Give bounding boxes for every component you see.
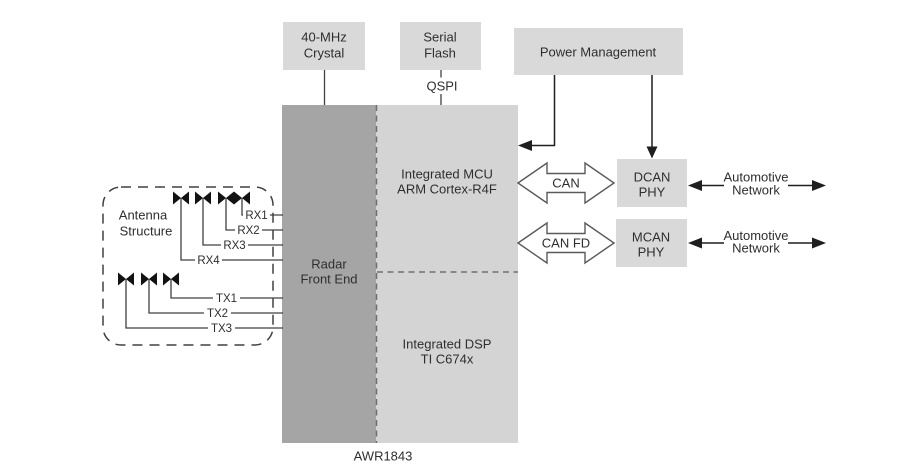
serial-flash-box: [400, 22, 481, 70]
mcan-phy-label-line1: MCAN: [632, 230, 670, 245]
rx-antenna-icon: [173, 191, 189, 205]
dsp-label-line1: Integrated DSP: [403, 337, 492, 352]
power-management-label: Power Management: [540, 45, 657, 60]
automotive-network-arrow-dcan: [688, 180, 826, 191]
antenna-structure-label-line2: Structure: [120, 224, 173, 239]
power-to-mcu-arrowhead-icon: [518, 140, 532, 151]
automotive-network-label-2-line2: Network: [732, 241, 780, 256]
rx3-label-bg: [221, 239, 248, 251]
left-arrowhead-icon: [688, 237, 702, 249]
chip-name-label: AWR1843: [354, 449, 413, 464]
rx3-trace: [202, 198, 283, 246]
crystal-label-line1: 40-MHz: [301, 30, 347, 45]
tx1-trace: [170, 279, 283, 299]
mcu-label-line2: ARM Cortex-R4F: [397, 182, 497, 197]
automotive-network-label-2-line1: Automotive: [723, 228, 788, 243]
mcan-phy-box: [616, 219, 687, 267]
mcu-label-line1: Integrated MCU: [401, 167, 493, 182]
tx3-label-bg: [208, 322, 235, 334]
power-line-to-mcu: [532, 75, 556, 147]
automotive-network-label-1-line1: Automotive: [723, 170, 788, 185]
rx4-trace: [180, 198, 283, 261]
right-arrowhead-icon: [812, 237, 826, 249]
rx2-trace: [225, 198, 283, 231]
rx-antenna-icon: [234, 191, 250, 205]
mcu-dsp-block: [376, 105, 518, 443]
rx-antenna-icon: [218, 191, 234, 205]
antenna-structure-label-line1: Antenna: [119, 208, 168, 223]
tx1-label-bg: [213, 292, 240, 304]
tx2-trace: [148, 279, 283, 314]
serial-flash-label-line2: Flash: [424, 46, 456, 61]
antenna-structure-outline: [102, 186, 274, 346]
tx2-label: TX2: [207, 308, 228, 320]
serial-flash-label-line1: Serial: [423, 30, 456, 45]
dcan-phy-box: [617, 159, 687, 207]
mcan-phy-label-line2: PHY: [638, 245, 665, 260]
qspi-label: QSPI: [426, 79, 457, 94]
can-bus-arrow-icon: [516, 161, 616, 205]
automotive-network-label-1-line2: Network: [732, 183, 780, 198]
power-management-box: [514, 28, 683, 75]
rx1-label-bg: [243, 209, 270, 221]
can-label: CAN: [552, 176, 579, 191]
crystal-box: [283, 22, 365, 70]
tx2-label-bg: [204, 307, 231, 319]
tx1-label: TX1: [216, 293, 237, 305]
dsp-label-line2: TI C674x: [421, 352, 474, 367]
radar-front-end-block: [282, 105, 376, 443]
tx-antenna-icon: [163, 272, 179, 286]
left-arrowhead-icon: [688, 180, 702, 191]
tx-antenna-icon: [118, 272, 134, 286]
right-arrowhead-icon: [812, 180, 826, 191]
dcan-phy-label-line2: PHY: [639, 185, 666, 200]
can-fd-bus-arrow-icon: [516, 221, 616, 265]
rx2-label-bg: [235, 224, 262, 236]
radar-front-end-label-line2: Front End: [300, 272, 357, 287]
dcan-phy-label-line1: DCAN: [634, 170, 671, 185]
tx3-label: TX3: [211, 323, 232, 335]
rx2-label: RX2: [237, 225, 259, 237]
power-to-dcan-arrowhead-icon: [646, 146, 658, 159]
radar-front-end-label-line1: Radar: [311, 257, 347, 272]
rx4-label-bg: [195, 254, 222, 266]
tx-antenna-icon: [141, 272, 157, 286]
rx4-label: RX4: [197, 255, 220, 267]
rx1-label: RX1: [245, 210, 267, 222]
can-fd-label: CAN FD: [542, 236, 590, 251]
crystal-label-line2: Crystal: [304, 46, 345, 61]
rx-antenna-icon: [195, 191, 211, 205]
rx3-label: RX3: [223, 240, 245, 252]
automotive-network-arrow-mcan: [688, 237, 826, 249]
